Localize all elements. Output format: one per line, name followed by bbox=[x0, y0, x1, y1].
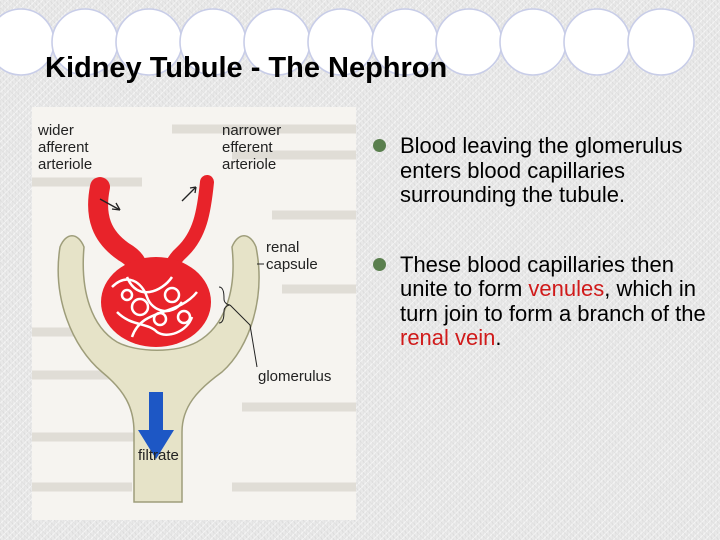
label-glomerulus: glomerulus bbox=[258, 368, 332, 385]
renal-capsule-shape bbox=[57, 235, 260, 503]
nephron-diagram: wider afferent arteriole narrower effere… bbox=[32, 107, 356, 520]
term-renal-vein: renal vein bbox=[400, 325, 496, 350]
label-line: arteriole bbox=[222, 156, 277, 173]
label-renal-capsule: renal capsule bbox=[266, 239, 318, 273]
label-narrower-efferent-arteriole: narrower efferent arteriole bbox=[222, 122, 281, 173]
glomerulus-tuft bbox=[101, 257, 211, 347]
bullet-list: Blood leaving the glomerulus enters bloo… bbox=[369, 133, 709, 351]
label-line: arteriole bbox=[38, 156, 93, 173]
bullet-marker-icon bbox=[373, 257, 386, 271]
decor-circle bbox=[499, 8, 567, 76]
decor-circle bbox=[627, 8, 695, 76]
label-line: wider bbox=[38, 122, 74, 139]
bullet-item: These blood capillaries then unite to fo… bbox=[369, 251, 709, 351]
glomerulus-leader bbox=[229, 304, 258, 368]
slide-title: Kidney Tubule - The Nephron bbox=[45, 52, 448, 84]
nephron-illustration bbox=[32, 124, 356, 503]
label-line: renal bbox=[266, 239, 300, 256]
label-filtrate: filtrate bbox=[138, 447, 179, 464]
label-line: capsule bbox=[266, 256, 318, 273]
bullet-text: Blood leaving the glomerulus enters bloo… bbox=[400, 133, 683, 207]
bullet-text: These blood capillaries then unite to fo… bbox=[400, 251, 674, 301]
label-line: narrower bbox=[222, 122, 282, 139]
background-text-lines bbox=[32, 124, 356, 492]
bullet-marker-icon bbox=[373, 139, 386, 152]
label-line: efferent bbox=[222, 139, 273, 156]
term-venules: venules bbox=[528, 276, 605, 301]
decorative-circles bbox=[0, 8, 695, 76]
label-line: afferent bbox=[38, 139, 89, 156]
bullet-item: Blood leaving the glomerulus enters bloo… bbox=[369, 133, 709, 208]
efferent-flow-arrow bbox=[181, 186, 197, 202]
filtrate-arrow bbox=[138, 392, 174, 459]
label-wider-afferent-arteriole: wider afferent arteriole bbox=[38, 122, 92, 173]
decor-circle bbox=[563, 8, 631, 76]
bullet-text: , which in turn join to form a branch of… bbox=[400, 276, 706, 326]
bullet-text: . bbox=[495, 325, 502, 350]
afferent-flow-arrow bbox=[99, 198, 121, 211]
